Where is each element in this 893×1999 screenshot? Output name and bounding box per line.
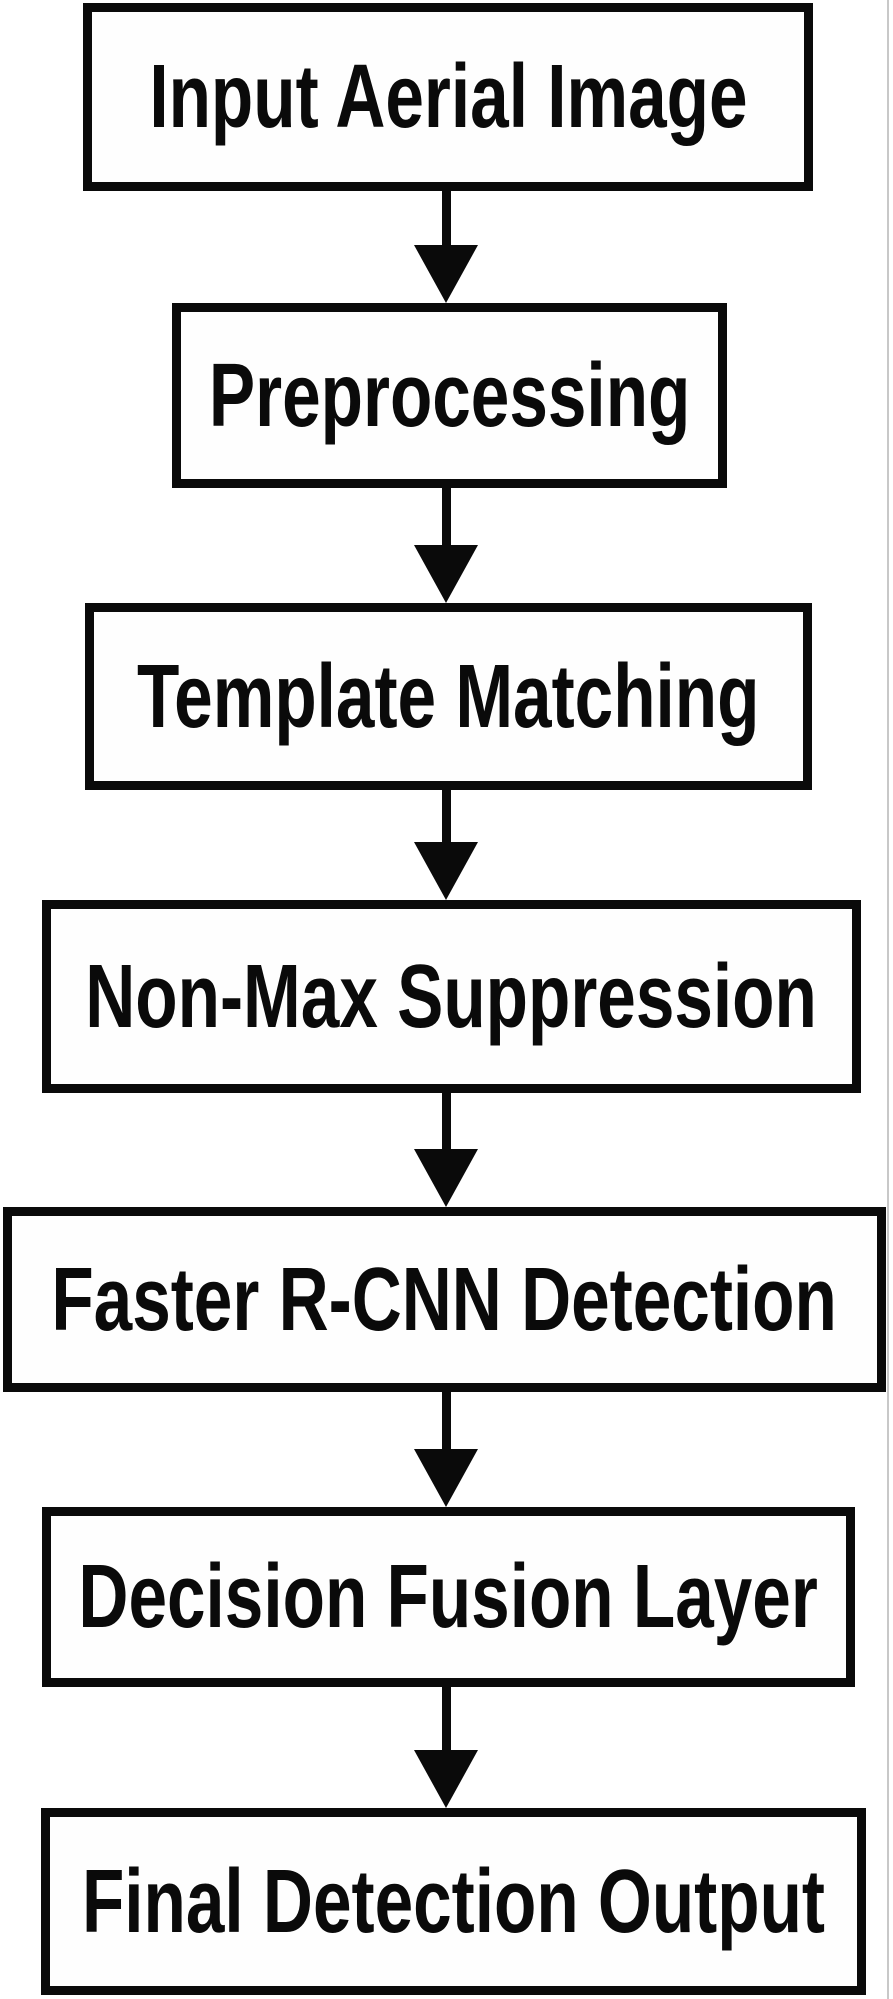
down-arrow-connector-4 bbox=[414, 1093, 478, 1207]
down-arrow-connector-1 bbox=[414, 191, 478, 303]
arrow-shaft bbox=[441, 1093, 451, 1149]
node-label-faster-r-cnn-detection: Faster R-CNN Detection bbox=[51, 1249, 838, 1350]
arrow-shaft bbox=[441, 488, 451, 545]
down-arrow-connector-3 bbox=[414, 790, 478, 900]
flow-node-input-aerial-image: Input Aerial Image bbox=[83, 3, 813, 191]
arrow-shaft bbox=[441, 790, 451, 842]
arrow-shaft bbox=[441, 1392, 451, 1449]
node-label-decision-fusion-layer: Decision Fusion Layer bbox=[78, 1547, 819, 1647]
flow-node-non-max-suppression: Non-Max Suppression bbox=[42, 900, 861, 1093]
node-label-final-detection-output: Final Detection Output bbox=[82, 1851, 826, 1952]
flow-node-template-matching: Template Matching bbox=[85, 603, 812, 790]
arrow-head-icon bbox=[414, 545, 478, 603]
down-arrow-connector-6 bbox=[414, 1687, 478, 1808]
node-label-template-matching: Template Matching bbox=[137, 646, 760, 747]
down-arrow-connector-2 bbox=[414, 488, 478, 603]
flow-node-preprocessing: Preprocessing bbox=[172, 303, 727, 488]
node-label-input-aerial-image: Input Aerial Image bbox=[148, 47, 748, 147]
node-label-non-max-suppression: Non-Max Suppression bbox=[85, 946, 818, 1047]
node-label-preprocessing: Preprocessing bbox=[208, 345, 691, 446]
flow-node-final-detection-output: Final Detection Output bbox=[41, 1808, 866, 1995]
figure-right-edge-line bbox=[887, 0, 889, 1999]
flow-node-decision-fusion-layer: Decision Fusion Layer bbox=[42, 1507, 855, 1687]
arrow-shaft bbox=[441, 1687, 451, 1750]
arrow-head-icon bbox=[414, 1750, 478, 1808]
arrow-head-icon bbox=[414, 1449, 478, 1507]
arrow-head-icon bbox=[414, 842, 478, 900]
flow-node-faster-r-cnn-detection: Faster R-CNN Detection bbox=[3, 1207, 886, 1392]
arrow-head-icon bbox=[414, 245, 478, 303]
arrow-shaft bbox=[441, 191, 451, 245]
arrow-head-icon bbox=[414, 1149, 478, 1207]
down-arrow-connector-5 bbox=[414, 1392, 478, 1507]
